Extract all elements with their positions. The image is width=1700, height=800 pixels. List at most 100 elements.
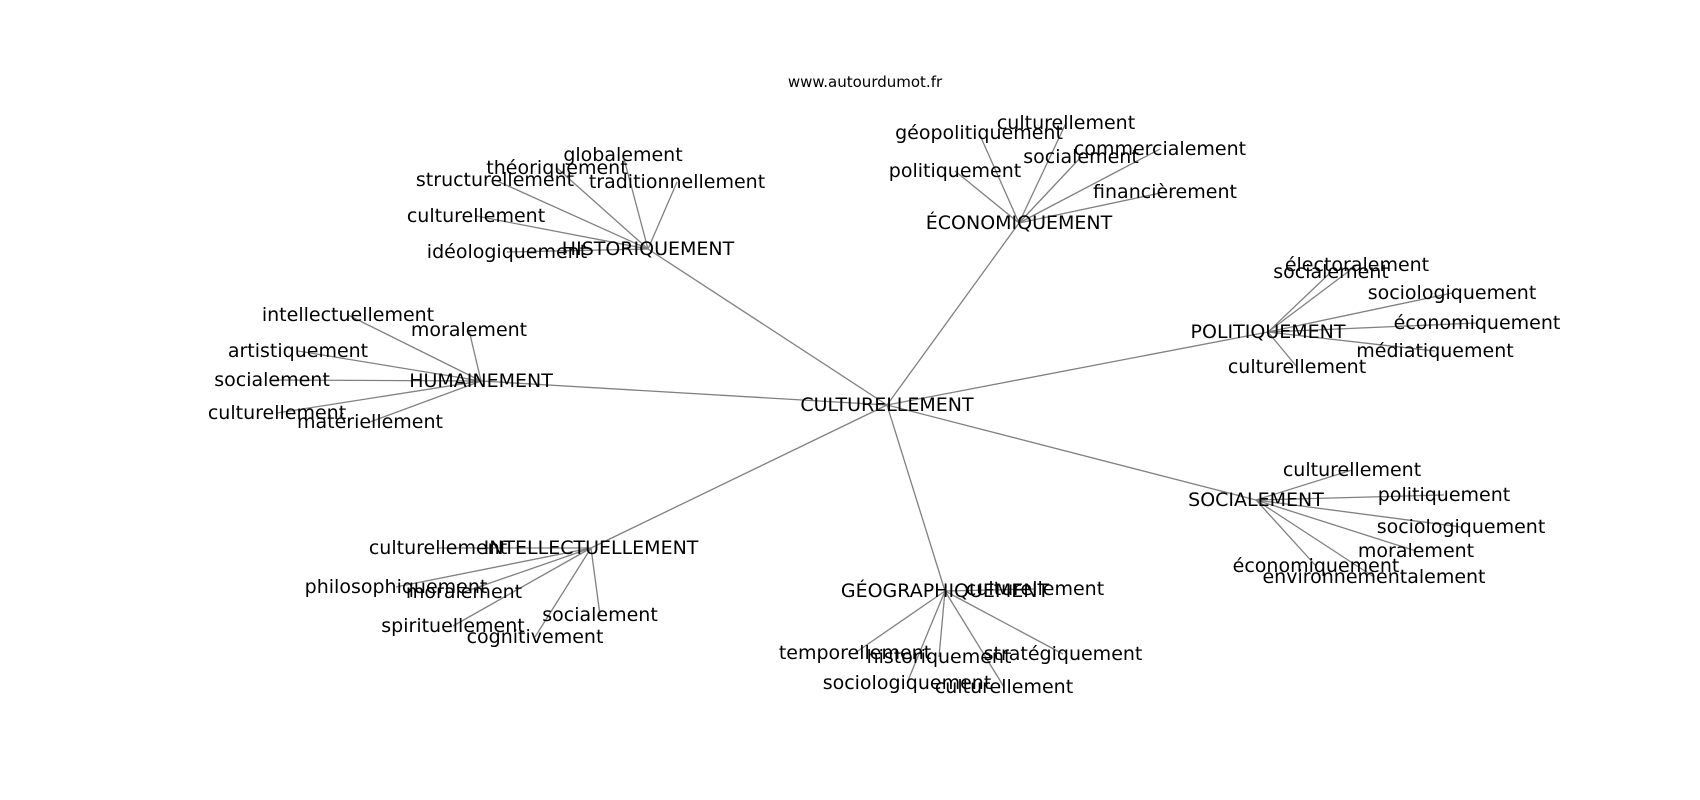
edge-socialement-to-moralement: [1255, 499, 1417, 552]
edge-historiquement-to-ideologiquement: [506, 248, 649, 253]
edge-economiquement-to-socialement: [1018, 156, 1082, 224]
edge-center-to-geographiquement: [886, 404, 946, 592]
labels-layer: globalementthéoriquementstructurellement…: [208, 112, 1560, 698]
edge-economiquement-to-geopolitiquement: [978, 132, 1020, 224]
edge-humainement-to-moralement: [468, 329, 482, 382]
leaf-node-moralement[interactable]: moralement: [1358, 540, 1474, 562]
leaf-node-spirituellement[interactable]: spirituellement: [381, 615, 524, 637]
leaf-node-culturellement[interactable]: culturellement: [369, 537, 507, 559]
edge-intellectuellement-to-socialement: [590, 547, 601, 616]
edge-center-to-humainement: [480, 380, 888, 406]
edge-historiquement-to-theoriquement: [556, 167, 649, 250]
edge-economiquement-to-commercialement: [1018, 148, 1161, 224]
leaf-node-intellectuellement[interactable]: intellectuellement: [262, 304, 434, 326]
edge-intellectuellement-to-moralement: [463, 547, 592, 593]
edge-socialement-to-culturellement: [1255, 469, 1353, 501]
hub-node-humainement[interactable]: HUMAINEMENT: [409, 370, 553, 392]
leaf-node-cognitivement[interactable]: cognitivement: [467, 626, 604, 648]
leaf-node-traditionnellement[interactable]: traditionnellement: [589, 171, 765, 193]
leaf-node-historiquement[interactable]: historiquement: [867, 646, 1012, 668]
hub-node-socialement[interactable]: SOCIALEMENT: [1188, 489, 1324, 511]
edge-politiquement-to-mediatiquement: [1267, 331, 1436, 352]
leaf-node-culturellement[interactable]: culturellement: [407, 205, 545, 227]
edge-geographiquement-to-sociologiquement: [906, 590, 946, 684]
leaf-node-culturellement[interactable]: culturellement: [1228, 356, 1366, 378]
leaf-node-globalement[interactable]: globalement: [563, 144, 682, 166]
edge-intellectuellement-to-spirituellement: [452, 547, 592, 627]
hub-node-geographiquement[interactable]: GÉOGRAPHIQUEMENT: [841, 579, 1050, 602]
edge-socialement-to-environnementalement: [1255, 499, 1375, 578]
edge-geographiquement-to-strategiquement: [944, 590, 1064, 655]
leaf-node-temporellement[interactable]: temporellement: [779, 642, 931, 664]
leaf-node-financierement[interactable]: financièrement: [1093, 181, 1237, 203]
leaf-node-sociologiquement[interactable]: sociologiquement: [1377, 516, 1546, 538]
hub-node-economiquement[interactable]: ÉCONOMIQUEMENT: [926, 211, 1113, 234]
leaf-node-socialement[interactable]: socialement: [542, 604, 658, 626]
edge-historiquement-to-structurellement: [494, 179, 649, 250]
edge-historiquement-to-traditionnellement: [647, 181, 678, 250]
leaf-node-culturellement[interactable]: culturellement: [997, 112, 1135, 134]
edge-humainement-to-socialement: [271, 379, 482, 382]
leaf-node-culturellement[interactable]: culturellement: [935, 676, 1073, 698]
edge-historiquement-to-culturellement: [475, 215, 649, 250]
leaf-node-philosophiquement[interactable]: philosophiquement: [305, 576, 488, 598]
leaf-node-moralement[interactable]: moralement: [406, 581, 522, 603]
hub-node-intellectuellement[interactable]: INTELLECTUELLEMENT: [484, 537, 699, 559]
hub-node-historiquement[interactable]: HISTORIQUEMENT: [562, 238, 735, 260]
edge-intellectuellement-to-cognitivement: [534, 547, 592, 638]
center-node[interactable]: CULTURELLEMENT: [800, 394, 974, 416]
leaf-node-culturellement[interactable]: culturellement: [1283, 459, 1421, 481]
edge-politiquement-to-sociologiquement: [1267, 292, 1453, 333]
edge-economiquement-to-financierement: [1018, 191, 1166, 224]
leaf-node-economiquement[interactable]: économiquement: [1233, 555, 1400, 577]
edge-center-to-historiquement: [647, 248, 888, 406]
edge-historiquement-to-globalement: [622, 154, 649, 250]
edge-politiquement-to-electoralement: [1267, 264, 1358, 333]
hub-node-politiquement[interactable]: POLITIQUEMENT: [1191, 321, 1346, 343]
leaf-node-environnementalement[interactable]: environnementalement: [1262, 566, 1485, 588]
edge-humainement-to-artistiquement: [297, 350, 482, 382]
edge-intellectuellement-to-philosophiquement: [395, 547, 592, 588]
edge-humainement-to-materiellement: [369, 380, 482, 423]
edge-center-to-economiquement: [886, 222, 1020, 406]
leaf-node-culturellement[interactable]: culturellement: [208, 402, 346, 424]
edge-center-to-intellectuellement: [590, 404, 888, 549]
edge-geographiquement-to-culturellement: [944, 590, 1005, 688]
edge-politiquement-to-socialement: [1267, 271, 1332, 333]
leaf-node-theoriquement[interactable]: théoriquement: [486, 157, 627, 179]
leaf-node-mediatiquement[interactable]: médiatiquement: [1356, 340, 1513, 362]
leaf-node-commercialement[interactable]: commercialement: [1074, 138, 1246, 160]
leaf-node-geopolitiquement[interactable]: géopolitiquement: [895, 122, 1063, 144]
leaf-node-socialement[interactable]: socialement: [214, 369, 330, 391]
edge-geographiquement-to-culturellement: [944, 588, 1036, 592]
leaf-node-politiquement[interactable]: politiquement: [1378, 484, 1510, 506]
edge-economiquement-to-politiquement: [954, 170, 1020, 224]
leaf-node-sociologiquement[interactable]: sociologiquement: [1368, 282, 1537, 304]
leaf-node-electoralement[interactable]: électoralement: [1285, 254, 1429, 276]
leaf-node-economiquement[interactable]: économiquement: [1394, 312, 1561, 334]
leaf-node-culturellement[interactable]: culturellement: [966, 578, 1104, 600]
leaf-node-socialement[interactable]: socialement: [1273, 261, 1389, 283]
leaf-node-strategiquement[interactable]: stratégiquement: [984, 643, 1143, 665]
edge-socialement-to-sociologiquement: [1255, 499, 1462, 528]
edge-economiquement-to-culturellement: [1018, 122, 1067, 224]
leaf-node-politiquement[interactable]: politiquement: [889, 160, 1021, 182]
edge-humainement-to-culturellement: [276, 380, 482, 414]
leaf-node-artistiquement[interactable]: artistiquement: [228, 340, 368, 362]
edge-geographiquement-to-temporellement: [854, 590, 946, 654]
edge-socialement-to-politiquement: [1255, 494, 1445, 501]
leaf-node-materiellement[interactable]: matériellement: [297, 411, 443, 433]
edge-center-to-politiquement: [886, 331, 1269, 406]
leaf-node-moralement[interactable]: moralement: [411, 319, 527, 341]
leaf-node-socialement[interactable]: socialement: [1023, 146, 1139, 168]
edge-center-to-socialement: [886, 404, 1257, 501]
leaf-node-ideologiquement[interactable]: idéologiquement: [427, 241, 587, 263]
edge-politiquement-to-economiquement: [1267, 322, 1478, 333]
edge-geographiquement-to-historiquement: [938, 590, 946, 658]
source-watermark: www.autourdumot.fr: [788, 73, 943, 91]
leaf-node-sociologiquement[interactable]: sociologiquement: [823, 672, 992, 694]
edge-socialement-to-economiquement: [1255, 499, 1317, 567]
leaf-node-structurellement[interactable]: structurellement: [416, 169, 574, 191]
edges-layer: [271, 122, 1478, 688]
